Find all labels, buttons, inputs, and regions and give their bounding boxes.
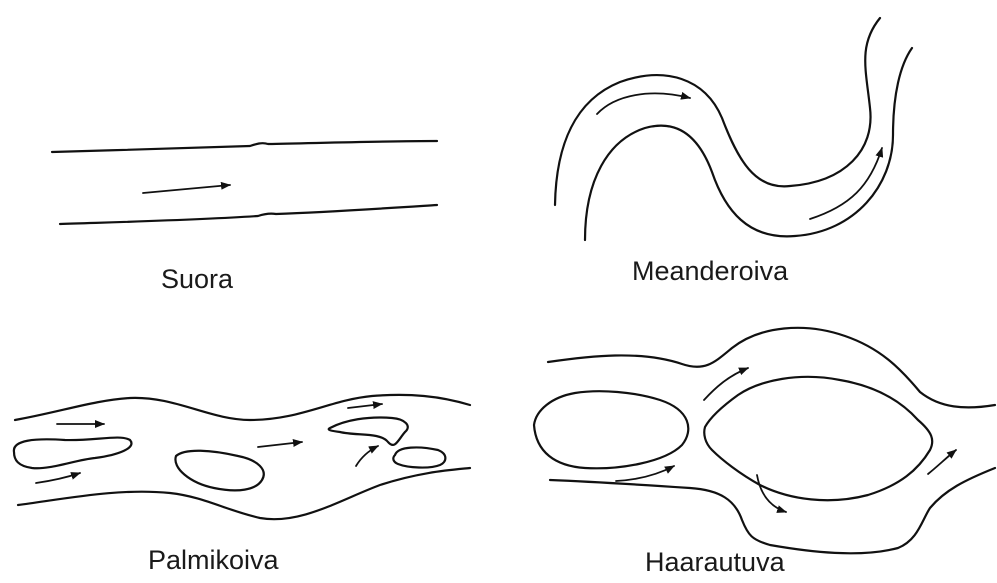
anastomosing-island-left — [534, 391, 688, 468]
meander-flow-arrow-upper — [597, 93, 690, 114]
braided-bar-middle — [175, 451, 263, 491]
anastomosing-river-label: Haarautuva — [645, 547, 785, 578]
braided-bar-left — [14, 438, 132, 469]
anastomosing-flow-arrow-4 — [928, 450, 956, 474]
braided-flow-arrow-5 — [356, 446, 378, 466]
anastomosing-upper-bank — [548, 328, 995, 408]
straight-channel-panel — [52, 141, 437, 224]
braided-lower-bank — [18, 468, 470, 519]
meandering-channel-panel — [555, 18, 912, 240]
braided-channel-panel — [14, 395, 470, 519]
anastomosing-flow-arrow-2 — [616, 466, 674, 481]
straight-upper-bank — [52, 141, 437, 152]
braided-flow-arrow-3 — [258, 442, 302, 447]
anastomosing-flow-arrow-1 — [704, 368, 748, 400]
anastomosing-channel-panel — [534, 328, 995, 553]
braided-river-label: Palmikoiva — [148, 545, 279, 576]
meandering-river-label: Meanderoiva — [632, 256, 788, 287]
braided-upper-bank — [15, 395, 470, 420]
braided-flow-arrow-4 — [348, 404, 382, 408]
braided-bar-right-lower — [393, 447, 445, 467]
straight-flow-arrow — [143, 185, 230, 193]
meander-flow-arrow-lower — [810, 148, 882, 219]
anastomosing-island-right — [704, 377, 932, 500]
braided-bar-right-upper — [329, 417, 408, 444]
braided-flow-arrow-2 — [36, 473, 80, 483]
straight-river-label: Suora — [161, 264, 233, 295]
straight-lower-bank — [60, 205, 437, 224]
meander-outer-bank — [555, 18, 880, 205]
